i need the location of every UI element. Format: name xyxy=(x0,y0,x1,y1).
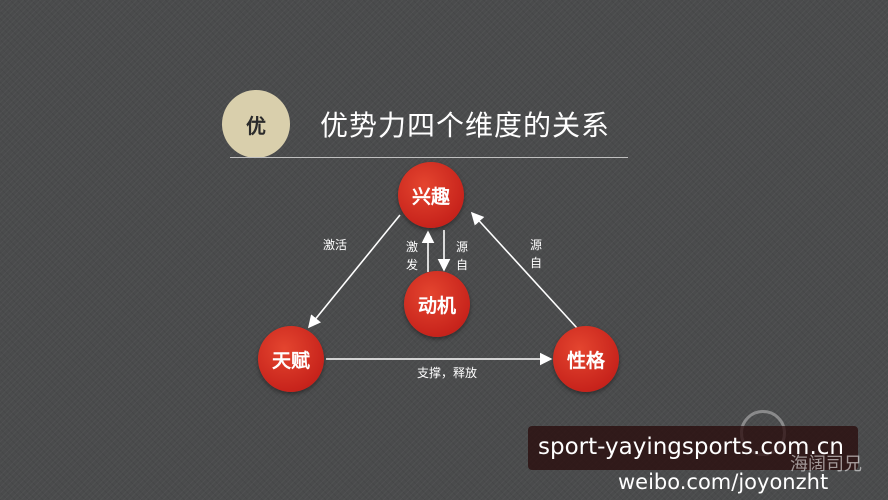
title-badge: 优 xyxy=(222,90,290,158)
node-talent-label: 天赋 xyxy=(271,349,310,372)
edge-label-support-release: 支撑，释放 xyxy=(417,366,478,380)
edge-label-stimulate: 激发 xyxy=(405,240,418,272)
arrow-character-to-interest xyxy=(470,211,578,329)
title-badge-label: 优 xyxy=(246,113,266,138)
edge-label-activate: 激活 xyxy=(323,238,348,252)
title-divider xyxy=(230,157,628,158)
arrow-interest-to-talent xyxy=(307,214,401,329)
watermark-weibo: weibo.com/joyonzht xyxy=(618,470,829,494)
page-title: 优势力四个维度的关系 xyxy=(320,109,611,142)
node-character: 性格 xyxy=(553,326,619,392)
watermark-site: sport-yayingsports.com.cn xyxy=(538,434,844,460)
node-interest: 兴趣 xyxy=(398,162,464,228)
node-interest-label: 兴趣 xyxy=(411,185,450,208)
node-motivation: 动机 xyxy=(404,271,470,337)
watermark-banner xyxy=(528,426,858,470)
node-character-label: 性格 xyxy=(566,349,605,372)
node-talent: 天赋 xyxy=(258,326,324,392)
watermark-handle: 海阔司兄 xyxy=(790,454,862,475)
node-motivation-label: 动机 xyxy=(417,294,456,317)
edge-label-origin-motivation: 源自 xyxy=(455,240,468,272)
edge-label-origin-character: 源自 xyxy=(529,238,542,270)
